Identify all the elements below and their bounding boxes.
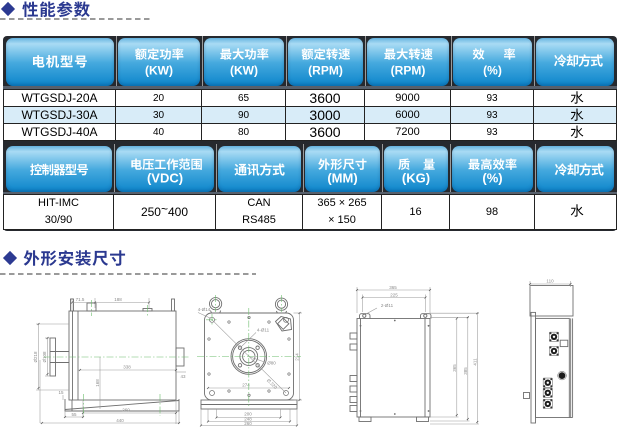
- svg-text:365: 365: [389, 285, 397, 290]
- svg-text:338: 338: [123, 365, 131, 370]
- svg-text:(RPM): (RPM): [308, 63, 343, 77]
- svg-text:440: 440: [116, 418, 124, 423]
- svg-text:2-Ø11: 2-Ø11: [381, 303, 394, 308]
- svg-text:(KW): (KW): [230, 63, 258, 77]
- svg-text:225: 225: [390, 293, 398, 298]
- svg-text:260: 260: [122, 408, 130, 413]
- svg-text:71.5: 71.5: [76, 297, 85, 302]
- svg-text:55: 55: [71, 412, 77, 417]
- svg-text:Ø218: Ø218: [33, 351, 38, 363]
- svg-text:200: 200: [244, 412, 252, 417]
- svg-text:(RPM): (RPM): [391, 63, 426, 77]
- svg-text:385: 385: [463, 367, 468, 375]
- svg-text:260: 260: [244, 421, 252, 426]
- svg-text:411: 411: [472, 358, 477, 366]
- svg-text:(%): (%): [483, 63, 502, 77]
- svg-text:(VDC): (VDC): [147, 171, 183, 186]
- svg-text:15: 15: [58, 390, 64, 395]
- svg-text:110: 110: [546, 279, 554, 284]
- svg-text:43: 43: [180, 374, 186, 379]
- svg-text:Ø80: Ø80: [267, 361, 276, 366]
- svg-text:188: 188: [114, 297, 122, 302]
- svg-text:(KW): (KW): [145, 63, 173, 77]
- svg-text:365: 365: [452, 364, 457, 372]
- svg-text:168: 168: [95, 379, 100, 387]
- svg-text:248: 248: [244, 417, 252, 422]
- svg-text:(MM): (MM): [327, 171, 357, 186]
- svg-text:4-Ø11: 4-Ø11: [257, 328, 270, 333]
- svg-text:(KG): (KG): [402, 171, 430, 186]
- svg-text:(%): (%): [482, 171, 502, 186]
- svg-text:4-Ø14: 4-Ø14: [198, 307, 211, 312]
- svg-text:274: 274: [242, 383, 250, 388]
